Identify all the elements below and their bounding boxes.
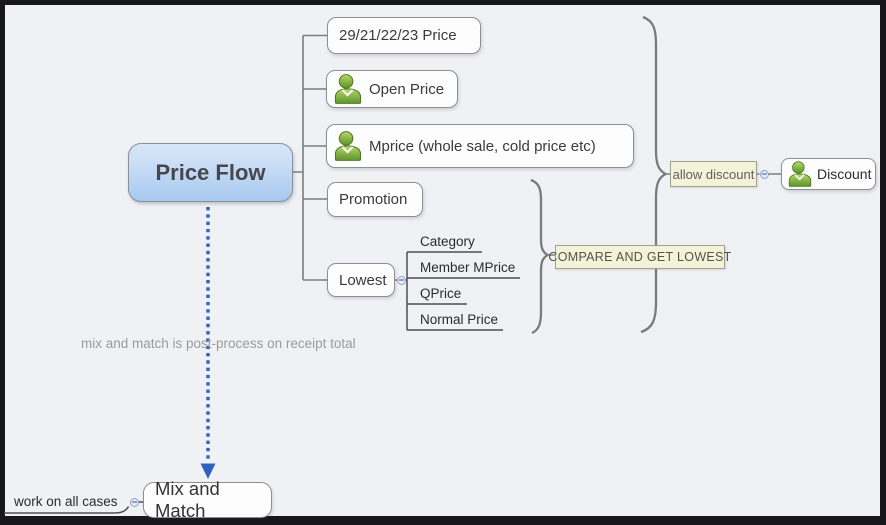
summary-brace-small [530,178,550,335]
person-icon [334,74,362,104]
topic-discount[interactable]: Discount [781,158,876,190]
minus-icon [761,173,767,175]
summary-compare-and-get-lowest[interactable]: COMPARE AND GET LOWEST [548,245,731,269]
collapse-toggle-mix-and-match[interactable] [129,497,139,507]
collapse-toggle-lowest[interactable] [396,275,406,285]
topic-mix-and-match[interactable]: Mix and Match [143,478,272,521]
relationship-arrow[interactable] [200,207,216,479]
topic-label: Mprice (whole sale, cold price etc) [369,137,596,155]
subtopic-member-mprice[interactable]: Member MPrice [420,260,516,275]
summary-label: COMPARE AND GET LOWEST [548,250,732,264]
person-icon [788,161,812,187]
floating-topic-line [4,501,143,514]
subtopic-qprice[interactable]: QPrice [420,286,462,301]
topic-label: Discount [817,166,872,182]
topic-29-21-22-23-price[interactable]: 29/21/22/23 Price [327,17,481,54]
summary-label: allow discount [672,166,755,182]
summary-stub-lines [547,173,781,256]
subtopic-normal-price[interactable]: Normal Price [420,312,499,327]
topic-lowest[interactable]: Lowest [327,263,395,297]
topic-label: Promotion [339,191,408,208]
floating-topic-work-on-all-cases[interactable]: work on all cases [14,494,118,509]
root-topic-price-flow[interactable]: Price Flow [128,143,293,202]
subtopic-category[interactable]: Category [420,234,475,249]
lowest-subtopic-lines [406,251,520,331]
collapse-toggle-allow-discount[interactable] [759,169,769,179]
minus-icon [398,279,404,281]
person-icon [334,131,362,161]
minus-icon [131,501,137,503]
topic-label: Mix and Match [155,478,220,521]
topic-label: Lowest [339,271,387,289]
topic-promotion[interactable]: Promotion [327,182,423,217]
topic-open-price[interactable]: Open Price [326,70,458,108]
topic-mprice[interactable]: Mprice (whole sale, cold price etc) [326,124,634,168]
summary-allow-discount[interactable]: allow discount [670,161,757,187]
relationship-note[interactable]: mix and match is post-process on receipt… [81,336,356,351]
summary-brace-large [640,15,668,334]
topic-label: Open Price [369,80,445,98]
topic-label: 29/21/22/23 Price [339,27,457,44]
root-topic-label: Price Flow [155,159,266,185]
